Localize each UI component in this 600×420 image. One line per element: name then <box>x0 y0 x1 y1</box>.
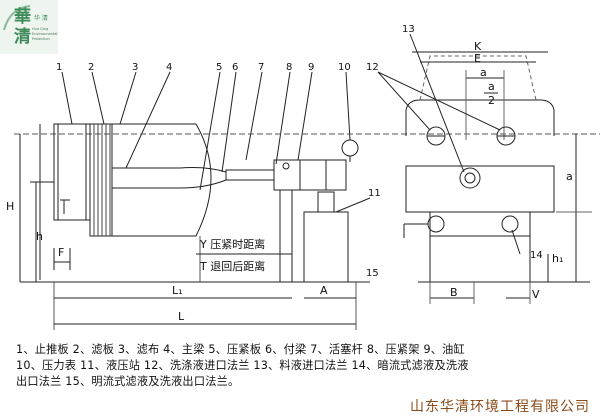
callout-13: 13 <box>402 24 415 35</box>
callout-4: 4 <box>166 62 172 73</box>
end-view-plate <box>405 165 555 213</box>
dim-a-right-label: a <box>566 170 573 183</box>
legend-line-2: 10、压力表 11、液压站 12、洗涤液进口法兰 13、料液进口法兰 14、暗流… <box>16 359 469 372</box>
callout-12: 12 <box>366 62 379 73</box>
note-y-distance: Y 压紧时距离 <box>199 237 265 251</box>
main-beam-body <box>111 123 212 237</box>
callout-1: 1 <box>56 62 62 73</box>
dim-a-half-den: 2 <box>488 94 495 107</box>
callout-8: 8 <box>286 62 292 73</box>
callout-9: 9 <box>308 62 314 73</box>
callout-15: 15 <box>366 268 379 279</box>
feed-inlet-flange <box>459 167 481 189</box>
dim-K-label: K <box>474 40 482 53</box>
callout-5: 5 <box>216 62 222 73</box>
callout-3: 3 <box>132 62 138 73</box>
logo-tagline-2: Environmental <box>32 32 57 36</box>
logo-glyph-2: 清 <box>14 26 31 47</box>
logo-glyph-1: 華 <box>14 7 31 27</box>
logo-small: 华 清 <box>34 14 48 22</box>
piston-rod <box>225 169 275 181</box>
beam-rod-bottom <box>112 179 227 189</box>
outlet-flange-right <box>501 215 519 233</box>
thrust-plate <box>53 123 91 221</box>
callout-11: 11 <box>368 188 381 199</box>
dim-B-label: B <box>450 286 458 299</box>
beam-rod-top <box>112 167 227 173</box>
logo-tagline-1: Hua Qing <box>32 27 48 31</box>
callout-14: 14 <box>530 250 543 261</box>
legend-line-3: 出口法兰 15、明流式滤液及洗液出口法兰。 <box>16 375 240 388</box>
logo-tagline-3: Protection <box>32 37 50 41</box>
dim-E-label: E <box>474 52 481 65</box>
filter-plate-pack <box>89 123 113 237</box>
left-callout-leaders <box>61 71 371 213</box>
company-logo: 華 清 华 清 Hua Qing Environmental Protectio… <box>0 0 58 54</box>
dim-L-label: L <box>178 310 185 323</box>
callout-2: 2 <box>88 62 94 73</box>
callout-10: 10 <box>338 62 351 73</box>
dim-a-half-num: a <box>488 80 495 93</box>
dim-L1-label: L₁ <box>172 284 183 297</box>
end-view-top-frame <box>405 99 555 136</box>
pressure-gauge <box>341 139 359 157</box>
dim-A-label: A <box>320 284 328 297</box>
dim-h-label: h <box>36 230 43 243</box>
hydraulic-motor <box>317 191 335 213</box>
parts-legend: 1、止推板 2、滤板 3、滤布 4、主梁 5、压紧板 6、付梁 7、活塞杆 8、… <box>16 342 596 390</box>
compression-frame <box>273 159 347 191</box>
logo-mark: 華 清 华 清 Hua Qing Environmental Protectio… <box>3 5 57 47</box>
callout-7: 7 <box>258 62 264 73</box>
dim-a-label: a <box>480 66 487 79</box>
callout-6: 6 <box>232 62 238 73</box>
hydraulic-station <box>303 211 349 283</box>
end-view-lower-body <box>429 211 531 283</box>
legend-line-1: 1、止推板 2、滤板 3、滤布 4、主梁 5、压紧板 6、付梁 7、活塞杆 8、… <box>16 343 465 356</box>
company-name: 山东华清环境工程有限公司 <box>410 399 590 415</box>
note-t-distance: T 退回后距离 <box>199 259 265 273</box>
dim-V-label: V <box>532 288 540 301</box>
dim-h1-label: h₁ <box>552 252 563 265</box>
dim-H-label: H <box>6 200 14 213</box>
filter-press-drawing: 1 2 3 4 5 6 7 8 9 10 11 12 13 14 15 H h … <box>6 24 600 330</box>
dim-F-label: F <box>58 246 64 259</box>
